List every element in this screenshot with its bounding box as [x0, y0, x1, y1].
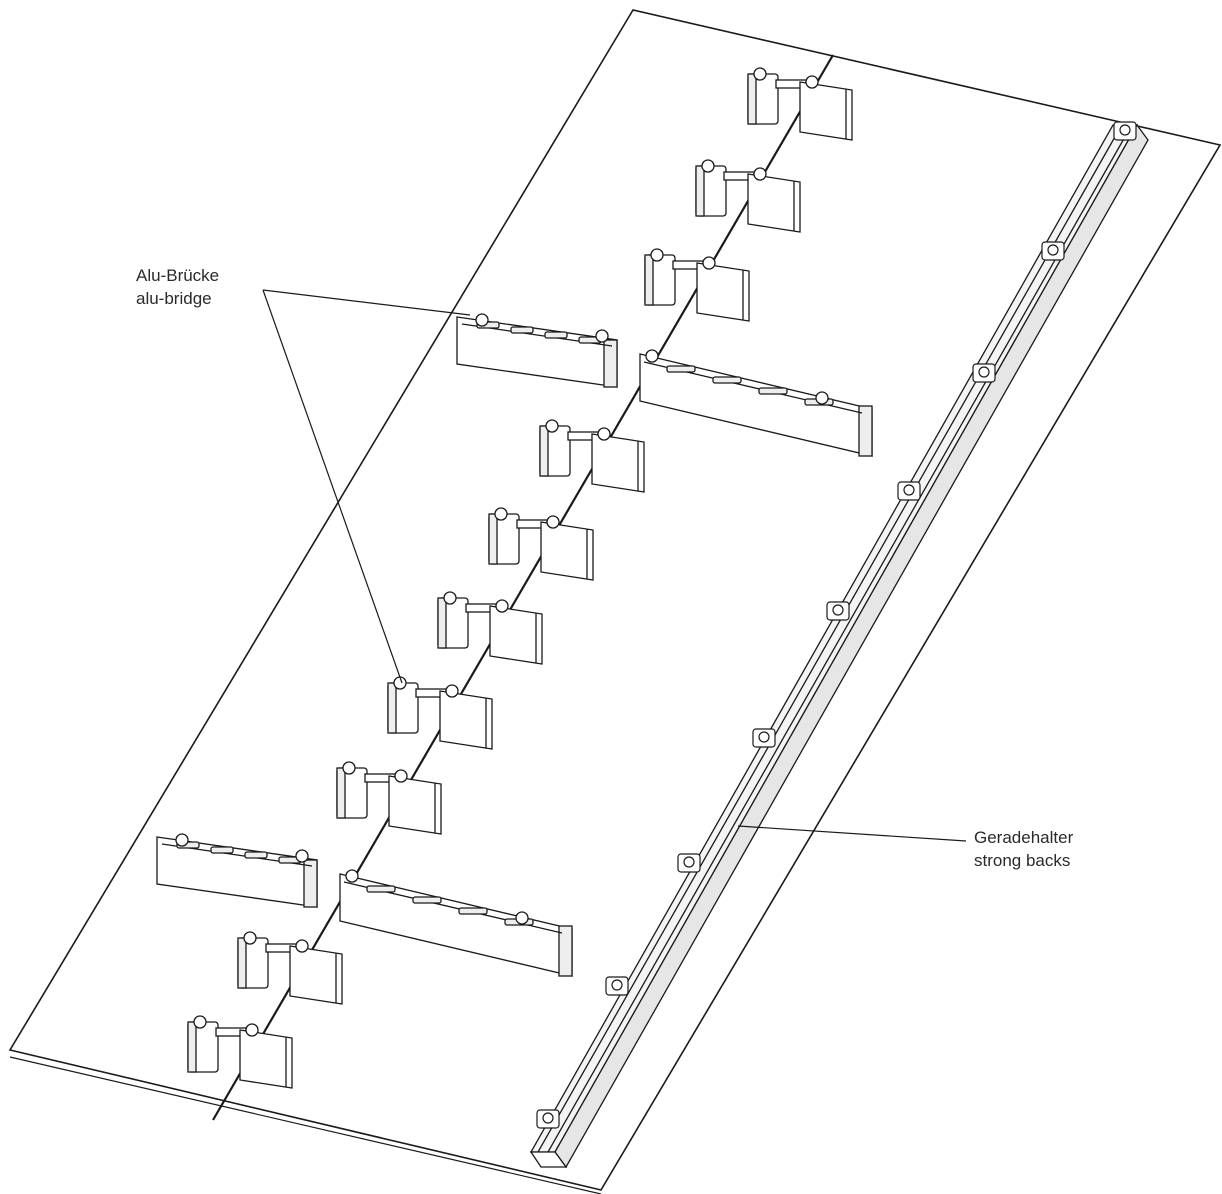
- label-strong-backs: Geradehalter strong backs: [974, 826, 1073, 872]
- bolt-icon: [701, 159, 715, 173]
- bolt-icon: [702, 256, 716, 270]
- bolt-icon: [443, 591, 457, 605]
- leader-line-strong-backs: [737, 825, 967, 842]
- bolt-icon: [243, 931, 257, 945]
- clamp-group: [747, 67, 853, 141]
- weld-seam: [212, 54, 834, 1121]
- bolt-icon: [546, 515, 560, 529]
- clamp-group-list: [187, 67, 853, 1089]
- bolt-icon: [495, 599, 509, 613]
- bolt-icon: [815, 391, 829, 405]
- bolt-icon: [597, 427, 611, 441]
- alu-bridge: [156, 833, 573, 977]
- bolt-icon: [394, 769, 408, 783]
- strong-back-bolt: [972, 363, 996, 383]
- alu-bridge: [456, 313, 873, 457]
- label-alu-bridge: Alu-Brücke alu-bridge: [136, 264, 219, 310]
- bolt-icon: [245, 1023, 259, 1037]
- bolt-icon: [683, 856, 695, 868]
- strong-back-bolt: [897, 481, 921, 501]
- bolt-icon: [345, 869, 359, 883]
- bolt-icon: [545, 419, 559, 433]
- bolt-icon: [805, 75, 819, 89]
- alu-bridge-list: [156, 313, 873, 977]
- bolt-icon: [650, 248, 664, 262]
- bolt-icon: [595, 329, 609, 343]
- strong-back-fasteners: [536, 121, 1137, 1129]
- bolt-icon: [753, 167, 767, 181]
- bolt-icon: [193, 1015, 207, 1029]
- label-alu-bridge-de: Alu-Brücke: [136, 266, 220, 285]
- bolt-icon: [475, 313, 489, 327]
- label-alu-bridge-en: alu-bridge: [136, 289, 212, 308]
- bolt-icon: [445, 684, 459, 698]
- bolt-icon: [832, 604, 844, 616]
- strong-back-bolt: [1113, 121, 1137, 141]
- bolt-icon: [515, 911, 529, 925]
- bolt-icon: [175, 833, 189, 847]
- plate-edge-bottom-offset: [9, 1056, 602, 1194]
- bolt-icon: [295, 849, 309, 863]
- bolt-icon: [1047, 244, 1059, 256]
- clamp-group: [237, 931, 343, 1005]
- label-strong-backs-de: Geradehalter: [974, 828, 1074, 847]
- clamp-group: [387, 676, 493, 750]
- strong-back-bolt: [536, 1109, 560, 1129]
- label-strong-backs-en: strong backs: [974, 851, 1071, 870]
- bolt-icon: [342, 761, 356, 775]
- clamp-group: [437, 591, 543, 665]
- bolt-icon: [758, 731, 770, 743]
- bolt-icon: [645, 349, 659, 363]
- clamp-group: [336, 761, 442, 835]
- bolt-icon: [295, 939, 309, 953]
- bolt-icon: [903, 484, 915, 496]
- bolt-icon: [1119, 124, 1131, 136]
- clamp-group: [695, 159, 801, 233]
- strong-back-bolt: [605, 976, 629, 996]
- bolt-icon: [753, 67, 767, 81]
- bolt-icon: [542, 1112, 554, 1124]
- strong-back-bolt: [677, 853, 701, 873]
- bolt-icon: [978, 366, 990, 378]
- bolt-icon: [611, 979, 623, 991]
- strong-back-bolt: [752, 728, 776, 748]
- clamp-group: [644, 248, 750, 322]
- clamp-group: [187, 1015, 293, 1089]
- clamp-group: [488, 507, 594, 581]
- bolt-icon: [494, 507, 508, 521]
- strong-back-bolt: [1041, 241, 1065, 261]
- clamp-group: [539, 419, 645, 493]
- leader-lines-alu-bridge: [262, 289, 471, 684]
- strong-back-bolt: [826, 601, 850, 621]
